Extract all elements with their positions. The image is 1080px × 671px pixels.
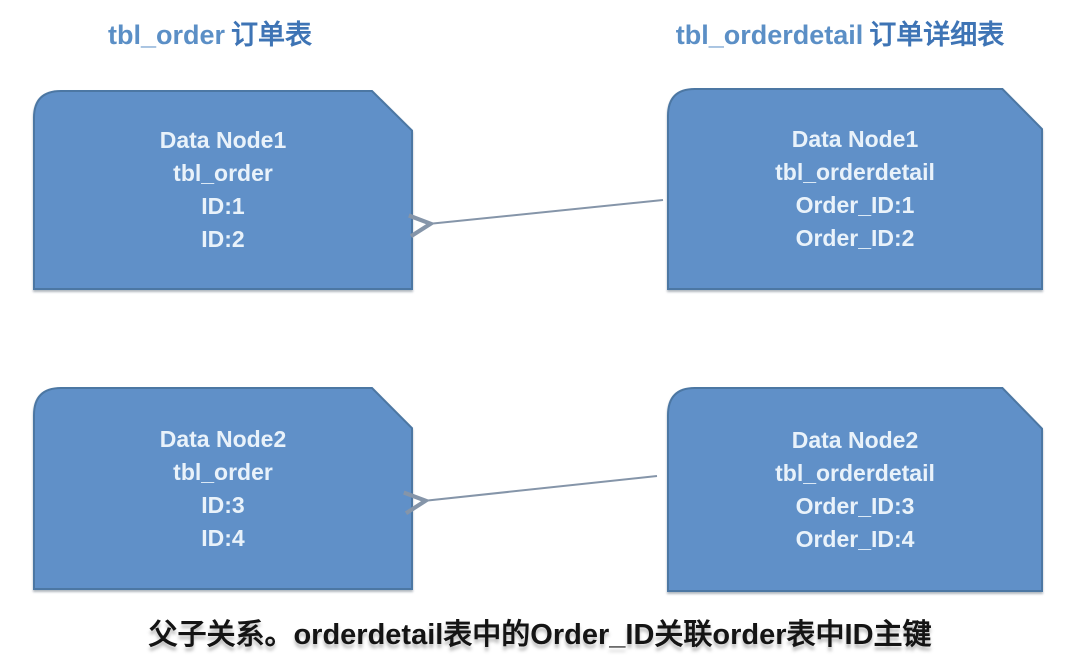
node-text-block: Data Node2 tbl_orderdetail Order_ID:3 Or…	[667, 387, 1043, 592]
node-line: tbl_order	[173, 160, 273, 186]
node-line: ID:1	[201, 193, 245, 219]
order-node-1: Data Node1 tbl_order ID:1 ID:2	[33, 90, 413, 290]
orderdetail-table-title-cjk: 订单详细表	[869, 20, 1005, 50]
node-text-block: Data Node1 tbl_order ID:1 ID:2	[33, 90, 413, 290]
node-line: tbl_order	[173, 458, 273, 485]
node-text-block: Data Node1 tbl_orderdetail Order_ID:1 Or…	[667, 88, 1043, 290]
snip-round-rectangle-shape	[667, 387, 1043, 592]
order-table-title-cjk: 订单表	[231, 20, 313, 50]
order-table-title-latin: tbl_order	[107, 20, 226, 50]
node-line: Order_ID:4	[795, 525, 915, 552]
snip-round-rectangle-shape	[667, 88, 1043, 290]
orderdetail-node-1: Data Node1 tbl_orderdetail Order_ID:1 Or…	[667, 88, 1043, 290]
node-line: ID:4	[201, 524, 245, 551]
node-line: tbl_orderdetail	[775, 159, 935, 185]
node-line: ID:3	[201, 491, 245, 518]
node-line: ID:2	[201, 226, 245, 252]
orderdetail-table-title-latin: tbl_orderdetail	[675, 20, 864, 50]
node-line: tbl_orderdetail	[775, 459, 935, 486]
node-line: Order_ID:3	[795, 492, 915, 519]
orderdetail-node-2: Data Node2 tbl_orderdetail Order_ID:3 Or…	[667, 387, 1043, 592]
snip-round-rectangle-shape	[33, 90, 413, 290]
node-text-block: Data Node2 tbl_order ID:3 ID:4	[33, 387, 413, 590]
node-line: Data Node1	[159, 127, 287, 153]
node-line: Data Node2	[791, 426, 919, 453]
node-line: Data Node2	[159, 425, 287, 452]
node-line: Order_ID:2	[795, 225, 915, 251]
relation-arrow-bottom	[423, 475, 658, 501]
node-line: Order_ID:1	[795, 192, 915, 218]
order-node-2: Data Node2 tbl_order ID:3 ID:4	[33, 387, 413, 590]
node-line: Data Node1	[791, 126, 919, 152]
relation-arrow-top	[428, 199, 664, 224]
diagram-caption: 父子关系。orderdetail表中的Order_ID关联order表中ID主键	[148, 619, 932, 651]
